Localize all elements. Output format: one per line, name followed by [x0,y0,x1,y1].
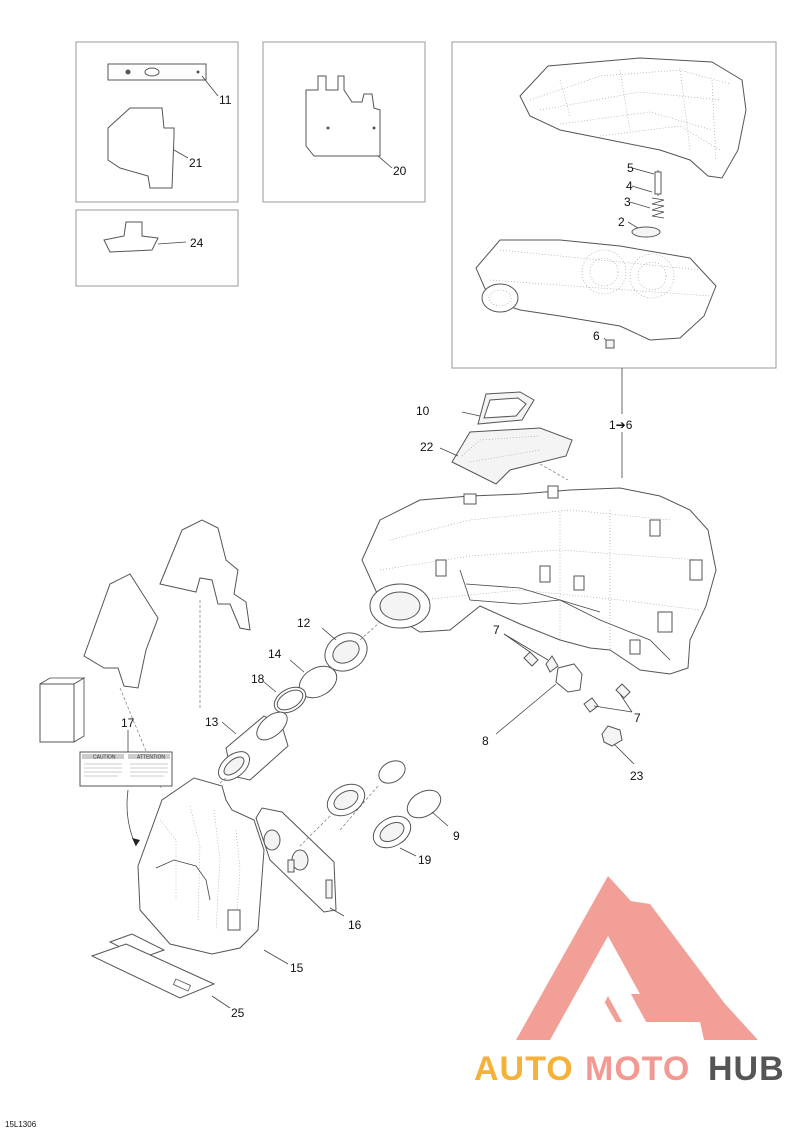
callout-16: 16 [348,918,362,932]
resonator-15 [137,777,289,965]
label-attention-text: ATTENTION [137,755,165,761]
callout-8: 8 [482,734,489,748]
kit-box-1-6 [451,41,777,478]
callout-22: 22 [420,440,434,454]
o-ring-18 [263,681,307,714]
label-caution-text: CAUTION [93,755,116,761]
plate-16 [255,807,345,917]
callout-7b: 7 [634,711,641,725]
clamps-9 [339,760,449,831]
watermark-logo [516,876,758,1040]
clip-7-upper [503,633,559,673]
watermark-hub: HUB [708,1050,785,1088]
callout-13: 13 [205,715,219,729]
filter-frame-10 [461,391,535,425]
drawing-code: 15L1306 [5,1120,37,1129]
callout-15: 15 [290,961,304,975]
callout-17: 17 [121,716,135,730]
gaskets-25 [90,933,231,1009]
callout-11: 11 [219,93,232,107]
boots-19 [299,783,417,857]
callout-6: 6 [593,329,600,343]
callout-3: 3 [624,195,631,209]
foam-pad-upper [159,519,251,708]
kit-box-24 [75,209,239,287]
callout-5: 5 [627,161,634,175]
callout-25: 25 [231,1006,245,1020]
clip-8 [495,663,583,735]
airbox-main-body [361,485,717,675]
intake-tube-13 [211,711,289,791]
callout-4: 4 [626,179,633,193]
callout-2: 2 [618,215,625,229]
foam-block [39,677,86,743]
callout-10: 10 [416,404,430,418]
callout-23: 23 [630,769,644,783]
callout-20: 20 [393,164,407,178]
callout-12: 12 [297,616,311,630]
callout-14: 14 [268,647,282,661]
clip-7-lower [583,683,633,713]
air-filter-22 [439,427,573,485]
callout-9: 9 [453,829,460,843]
caution-label-17: CAUTION ATTENTION [79,730,173,847]
kit-box-11-21 [75,41,239,203]
callout-18: 18 [251,672,265,686]
watermark-auto: AUTO [474,1050,574,1088]
callout-7a: 7 [493,623,500,637]
callout-24: 24 [190,236,204,250]
kit-box-20 [262,41,426,203]
callout-1-6: 1➔6 [609,418,633,432]
callout-19: 19 [418,853,432,867]
callout-21: 21 [189,156,203,170]
coupling-12 [321,621,381,672]
clip-23 [601,725,635,765]
watermark-moto: MOTO [585,1050,690,1088]
